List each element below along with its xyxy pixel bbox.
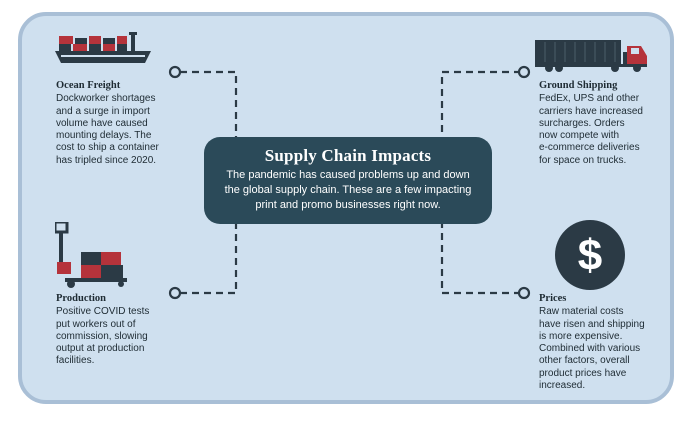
node-production [168, 286, 182, 300]
ground-shipping-block: Ground Shipping FedEx, UPS and other car… [539, 80, 643, 167]
prices-line: product prices have [539, 367, 627, 379]
ocean-line: mounting delays. The [56, 130, 152, 142]
prices-line: other factors, overall [539, 355, 630, 367]
truck-icon [535, 40, 647, 72]
center-summary-box: Supply Chain Impacts The pandemic has ca… [204, 137, 492, 224]
prices-line: have risen and shipping [539, 318, 645, 330]
connector-prices [440, 224, 521, 295]
production-line: output at production [56, 343, 145, 355]
ocean-line: has tripled since 2020. [56, 154, 157, 166]
production-line: facilities. [56, 355, 95, 367]
ocean-freight-block: Ocean Freight Dockworker shortages and a… [56, 80, 159, 167]
ocean-freight-heading: Ocean Freight [56, 80, 121, 91]
ground-line: for space on trucks. [539, 154, 627, 166]
prices-line: Raw material costs [539, 306, 624, 318]
production-line: Positive COVID tests [56, 306, 150, 318]
dollar-sign-icon: $ [555, 220, 625, 290]
prices-line: Combined with various [539, 343, 641, 355]
ground-line: carriers have increased [539, 105, 643, 117]
ocean-line: Dockworker shortages [56, 93, 156, 105]
node-prices [517, 286, 531, 300]
ground-line: e-commerce deliveries [539, 142, 640, 154]
cargo-ship-icon [55, 32, 151, 63]
ocean-line: and a surge in import [56, 105, 150, 117]
ground-line: FedEx, UPS and other [539, 93, 640, 105]
summary-line: The pandemic has caused problems up and … [226, 169, 470, 181]
ground-line: surcharges. Orders [539, 117, 625, 129]
prices-line: is more expensive. [539, 330, 623, 342]
summary-line: the global supply chain. These are a few… [224, 184, 472, 196]
svg-text:$: $ [578, 231, 602, 280]
ground-shipping-heading: Ground Shipping [539, 80, 618, 91]
summary-line: print and promo businesses right now. [255, 199, 441, 211]
ocean-line: volume have caused [56, 117, 148, 129]
production-block: Production Positive COVID tests put work… [56, 293, 149, 368]
node-ground [517, 65, 531, 79]
prices-block: Prices Raw material costs have risen and… [539, 293, 645, 392]
node-ocean [168, 65, 182, 79]
ocean-line: cost to ship a container [56, 142, 159, 154]
connector-ground [440, 70, 521, 137]
prices-line: increased. [539, 380, 586, 392]
prices-heading: Prices [539, 293, 567, 304]
page-title: Supply Chain Impacts [264, 146, 432, 165]
production-heading: Production [56, 293, 106, 304]
ground-line: now compete with [539, 130, 620, 142]
pallet-jack-icon [55, 222, 127, 288]
production-line: commission, slowing [56, 330, 148, 342]
production-line: put workers out of [56, 318, 136, 330]
connector-production [180, 224, 238, 295]
summary-text: The pandemic has caused problems up and … [216, 168, 480, 213]
connector-ocean [180, 70, 238, 137]
